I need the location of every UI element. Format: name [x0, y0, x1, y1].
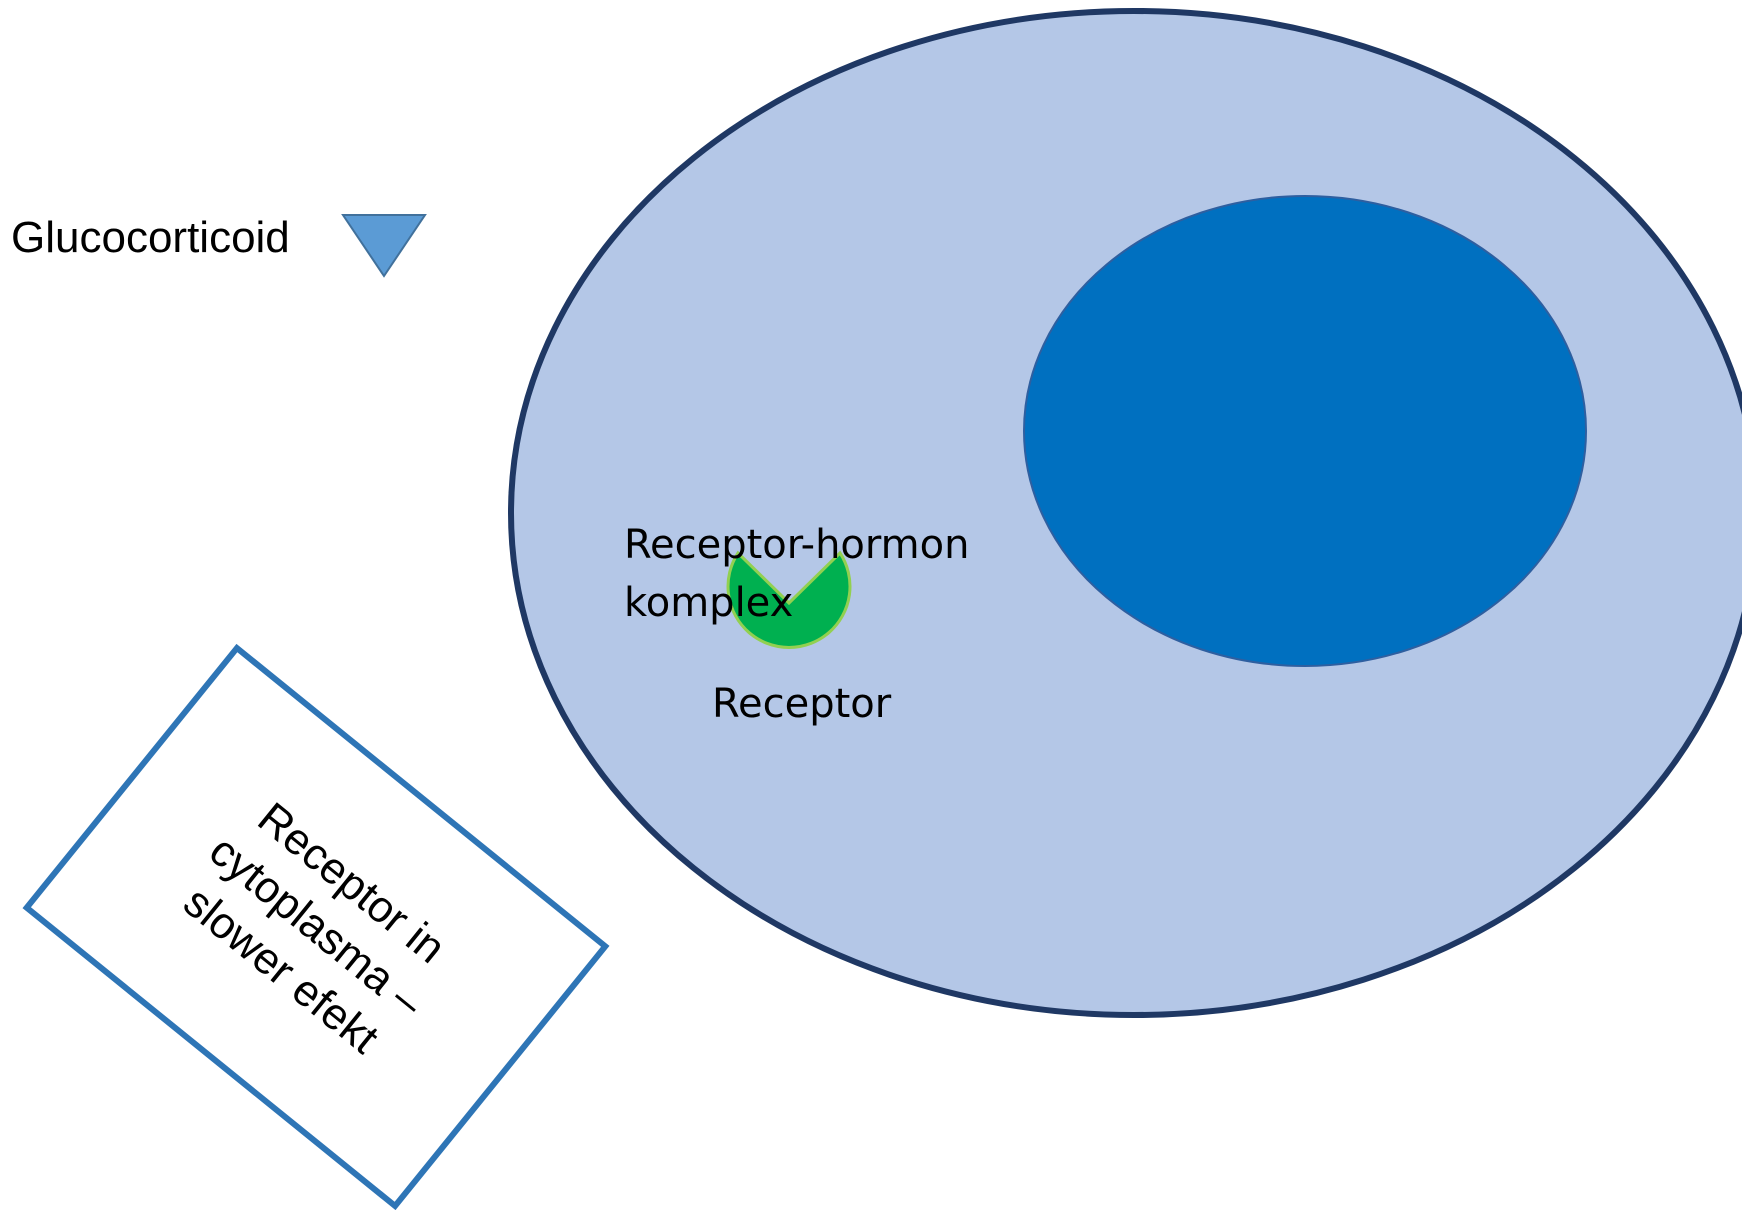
- receptor-shape: [726, 550, 852, 649]
- glucocorticoid-label: Glucocorticoid: [11, 213, 290, 262]
- complex-label-line2: komplex: [624, 580, 794, 626]
- glucocorticoid-triangle-icon: [341, 214, 427, 278]
- cell-nucleus: [1023, 195, 1587, 667]
- diagram-canvas: Glucocorticoid Receptor-hormon komplex R…: [11, 8, 1742, 1210]
- complex-label-line1: Receptor-hormon: [624, 522, 970, 568]
- diagram-shapes: [341, 8, 1742, 1018]
- note-text: Receptor in cytoplasma – slower efekt: [162, 780, 469, 1074]
- receptor-label: Receptor: [712, 681, 892, 727]
- receptor-hormone-complex-label: Receptor-hormon komplex: [624, 516, 969, 632]
